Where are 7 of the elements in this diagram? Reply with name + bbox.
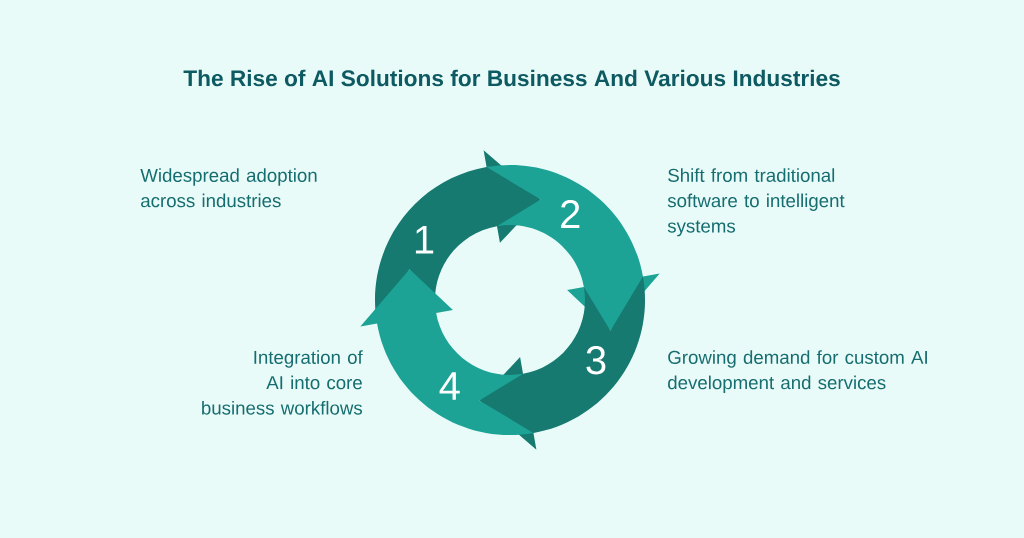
- description-text: Integration of AI into core business workflows: [202, 350, 363, 415]
- description-text: Widespread adoption across industries: [140, 168, 317, 208]
- cycle-arrow-segment: 2: [486, 165, 660, 331]
- description-text: Growing demand for custom AI development and services: [668, 350, 927, 393]
- description-text: Shift from traditional software to intelligent systems: [667, 168, 845, 237]
- cycle-arrow-segment: 3: [479, 276, 645, 450]
- title: The Rise of AI Solutions for Business And Various Industries: [183, 69, 840, 87]
